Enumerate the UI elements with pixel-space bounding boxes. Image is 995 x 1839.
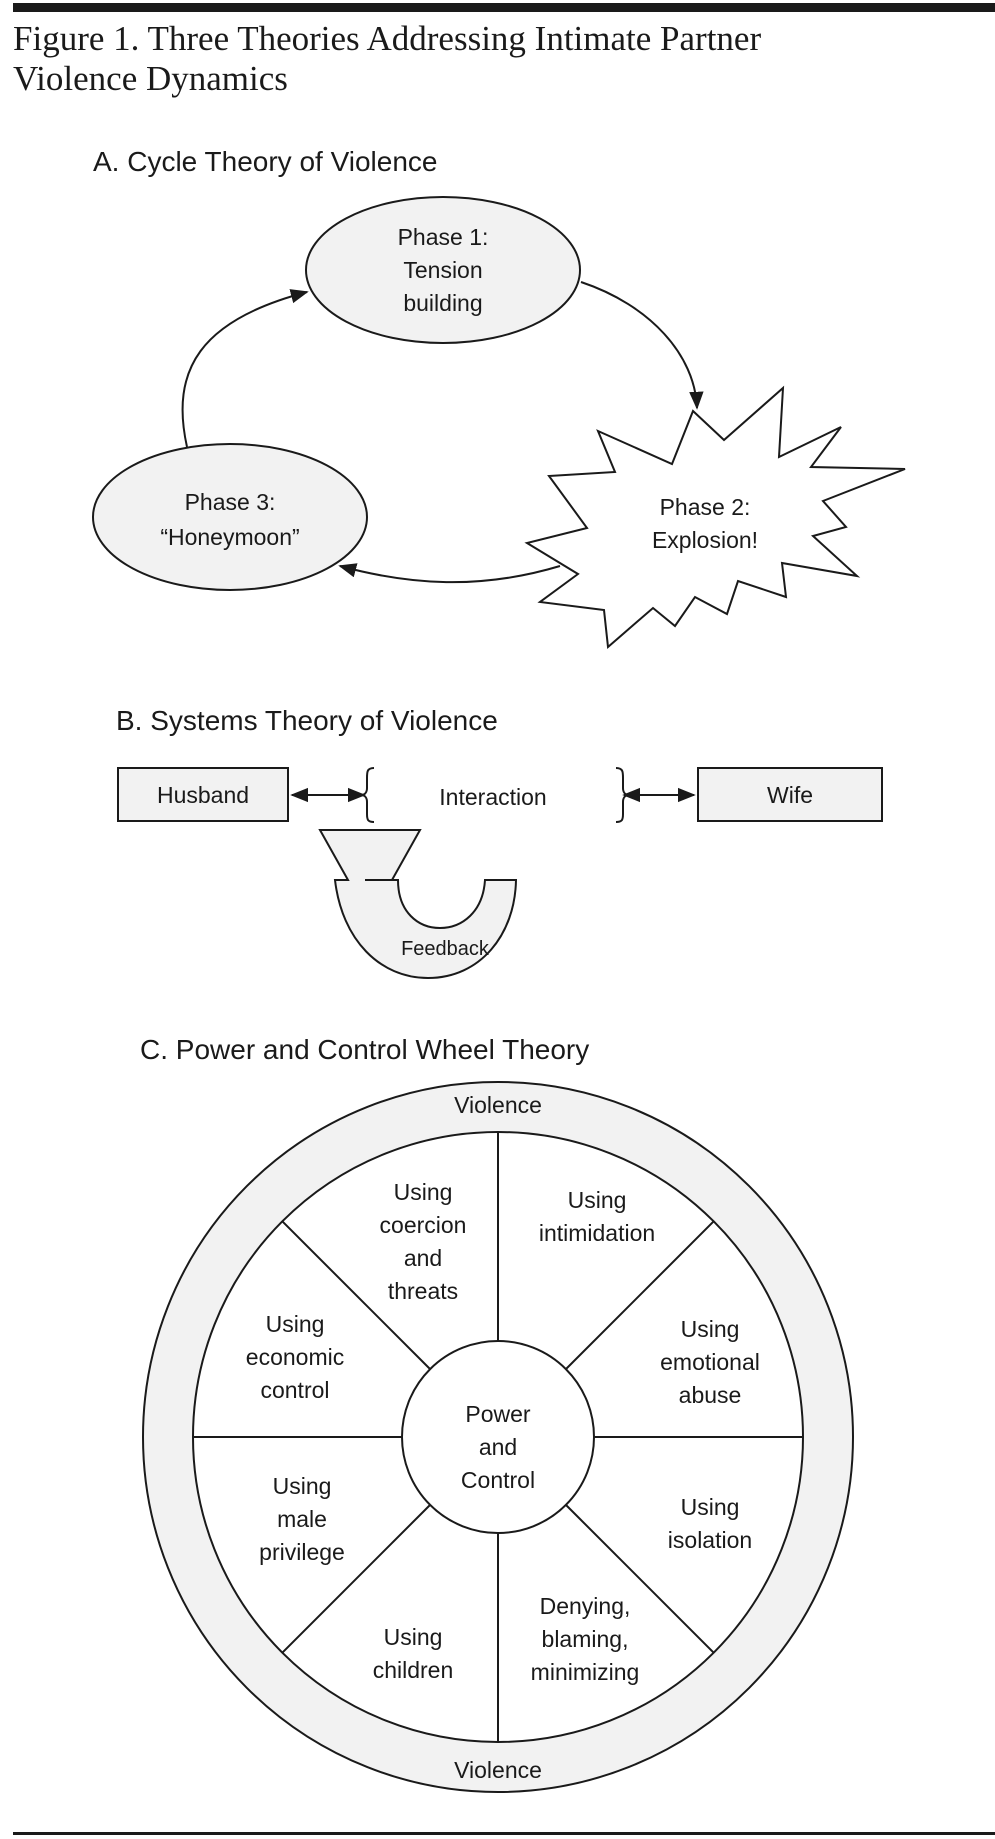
explosion-starburst-icon	[524, 385, 906, 650]
segment-intimidation-line1: Using	[568, 1187, 627, 1213]
panel-b-systems-theory: B. Systems Theory of Violence Husband Wi…	[116, 705, 883, 980]
segment-privilege-line2: male	[277, 1506, 327, 1532]
phase3-node: Phase 3: “Honeymoon”	[92, 443, 368, 591]
arrow-phase2-to-phase3	[338, 563, 561, 584]
interaction-label: Interaction	[439, 784, 546, 810]
panel-c-power-control-wheel: C. Power and Control Wheel Theory Violen…	[140, 1034, 854, 1793]
phase3-label-line2: “Honeymoon”	[160, 524, 299, 550]
right-brace-icon	[615, 767, 630, 823]
segment-isolation-line1: Using	[681, 1494, 740, 1520]
feedback-arrow-icon	[318, 829, 518, 980]
feedback-loop: Feedback	[318, 829, 518, 980]
figure-title-line-2: Violence Dynamics	[13, 59, 288, 98]
segment-denying-line2: blaming,	[542, 1626, 629, 1652]
segment-isolation-line2: isolation	[668, 1527, 752, 1553]
phase2-node: Phase 2: Explosion!	[524, 385, 906, 650]
segment-isolation: Using isolation	[668, 1494, 752, 1553]
segment-coercion-line3: and	[404, 1245, 442, 1271]
left-brace-icon	[360, 767, 375, 823]
segment-denying-line3: minimizing	[531, 1659, 640, 1685]
hub-label-line2: and	[479, 1434, 517, 1460]
phase2-label-line2: Explosion!	[652, 527, 758, 553]
wheel-spoke-divider	[281, 1220, 431, 1370]
phase2-label-line1: Phase 2:	[660, 494, 751, 520]
phase3-label-line1: Phase 3:	[185, 489, 276, 515]
phase1-label-line3: building	[403, 290, 482, 316]
hub-label-line3: Control	[461, 1467, 535, 1493]
segment-denying-line1: Denying,	[540, 1593, 631, 1619]
segment-coercion-line4: threats	[388, 1278, 458, 1304]
phase1-label-line1: Phase 1:	[398, 224, 489, 250]
wife-box: Wife	[697, 767, 883, 822]
rim-label-bottom: Violence	[454, 1757, 542, 1783]
segment-coercion-line1: Using	[394, 1179, 453, 1205]
panel-c-heading: C. Power and Control Wheel Theory	[140, 1034, 589, 1065]
segment-intimidation-line2: intimidation	[539, 1220, 655, 1246]
segment-coercion-line2: coercion	[380, 1212, 467, 1238]
panel-a-cycle-theory: A. Cycle Theory of Violence Phase 1: Ten…	[92, 146, 906, 650]
segment-emotional-line1: Using	[681, 1316, 740, 1342]
segment-male-privilege: Using male privilege	[259, 1473, 345, 1565]
segment-intimidation: Using intimidation	[539, 1187, 655, 1246]
husband-box: Husband	[117, 767, 289, 822]
panel-a-heading: A. Cycle Theory of Violence	[93, 146, 437, 177]
segment-emotional-line3: abuse	[679, 1382, 742, 1408]
wheel-spokes	[193, 1132, 803, 1742]
arrow-phase1-to-phase2	[580, 281, 704, 410]
wife-label: Wife	[767, 782, 813, 808]
rim-label-top: Violence	[454, 1092, 542, 1118]
segment-economic-control: Using economic control	[246, 1311, 344, 1403]
phase1-label-line2: Tension	[403, 257, 482, 283]
top-rule	[13, 3, 995, 12]
segment-emotional-abuse: Using emotional abuse	[660, 1316, 760, 1408]
arrow-phase3-to-phase1	[181, 289, 309, 448]
segment-privilege-line1: Using	[273, 1473, 332, 1499]
bottom-rule	[13, 1832, 995, 1835]
segment-emotional-line2: emotional	[660, 1349, 760, 1375]
phase1-node: Phase 1: Tension building	[305, 196, 581, 344]
segment-denying: Denying, blaming, minimizing	[531, 1593, 640, 1685]
segment-economic-line3: control	[260, 1377, 329, 1403]
husband-label: Husband	[157, 782, 249, 808]
feedback-label: Feedback	[401, 938, 490, 960]
segment-coercion: Using coercion and threats	[380, 1179, 467, 1304]
segment-children-line2: children	[373, 1657, 454, 1683]
wheel-hub	[401, 1340, 595, 1534]
wheel-spoke-divider	[565, 1220, 715, 1370]
panel-b-heading: B. Systems Theory of Violence	[116, 705, 498, 736]
wheel-spoke-divider	[565, 1504, 715, 1654]
figure-title-line-1: Figure 1. Three Theories Addressing Inti…	[13, 19, 761, 58]
segment-children: Using children	[373, 1624, 454, 1683]
segment-economic-line1: Using	[266, 1311, 325, 1337]
wheel-spoke-divider	[281, 1504, 431, 1654]
segment-children-line1: Using	[384, 1624, 443, 1650]
segment-economic-line2: economic	[246, 1344, 344, 1370]
segment-privilege-line3: privilege	[259, 1539, 345, 1565]
hub-label-line1: Power	[465, 1401, 531, 1427]
wheel: Violence Violence Power and Control Usin…	[142, 1081, 854, 1793]
